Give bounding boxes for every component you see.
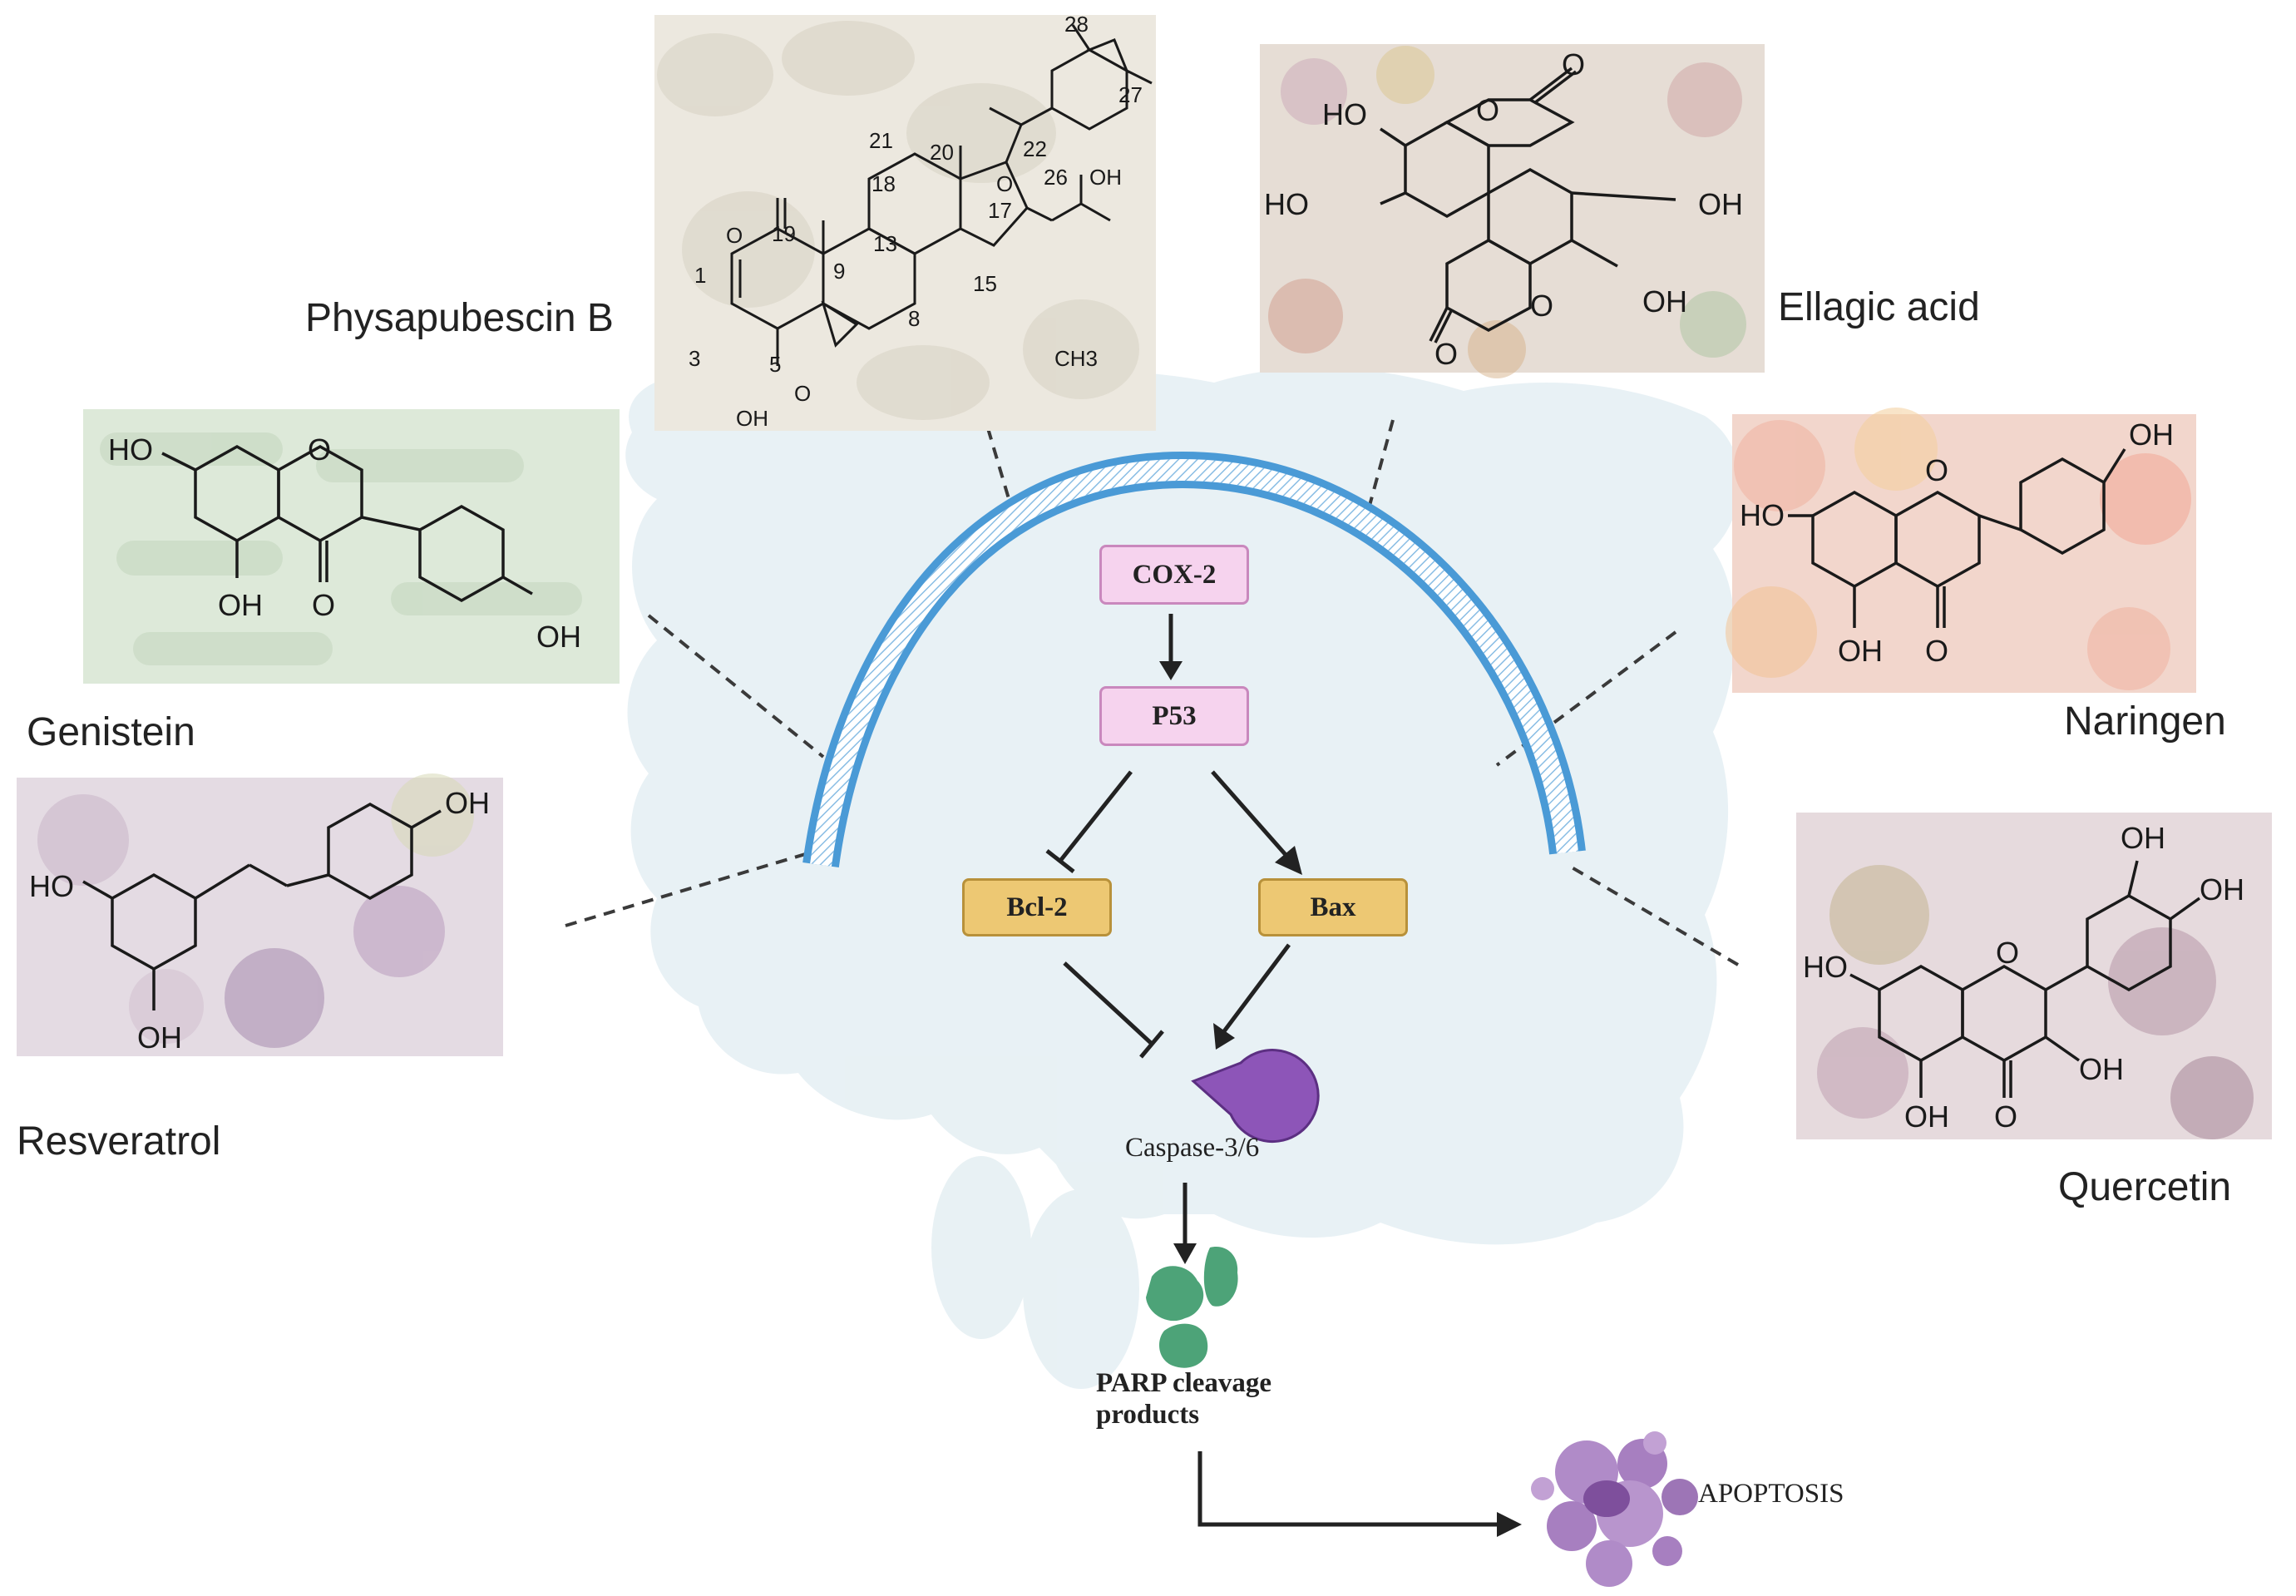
- parp-fragments-icon: [1146, 1247, 1238, 1368]
- apoptosis-cell-icon: [1531, 1431, 1698, 1587]
- ellagic-o-2: O: [1476, 93, 1499, 127]
- quercetin-oh-right: OH: [2200, 872, 2244, 907]
- cell-membrane-arch: [802, 451, 1586, 868]
- atom-o-lactone: O: [996, 171, 1013, 196]
- quercetin-o-keto: O: [1994, 1099, 2017, 1134]
- resveratrol-oh-top: OH: [445, 786, 490, 820]
- connector-ellagic: [1366, 419, 1395, 512]
- atom-9: 9: [833, 259, 845, 284]
- arrowhead-parp-apoptosis: [1497, 1512, 1522, 1537]
- panel-genistein: HO O OH O OH: [83, 409, 620, 684]
- panel-naringen: HO O OH OH O: [1726, 408, 2196, 693]
- genistein-structure: [161, 444, 533, 603]
- inhibit-bar-bcl2-caspase: [1139, 1030, 1164, 1059]
- caspase-icon: [1191, 1049, 1320, 1143]
- physapubescin-structure: [730, 24, 1153, 366]
- inhibit-bcl2-caspase: [1063, 961, 1153, 1045]
- connector-resveratrol: [565, 851, 812, 927]
- ellagic-o-1: O: [1562, 47, 1585, 82]
- ellagic-oh-1: OH: [1698, 187, 1743, 221]
- atom-22: 22: [1023, 136, 1047, 161]
- atom-15: 15: [973, 271, 997, 296]
- apoptosis-label: APOPTOSIS: [1698, 1479, 1844, 1509]
- panel-ellagic: HO HO OH OH O O O O: [1260, 44, 1765, 378]
- ellagic-structure: [1380, 67, 1676, 343]
- panel-resveratrol: OH HO OH: [17, 773, 503, 1056]
- arrowhead-cox2-p53: [1159, 661, 1183, 680]
- atom-27: 27: [1118, 82, 1143, 107]
- atom-26: 26: [1044, 165, 1068, 190]
- node-bax: Bax: [1258, 878, 1408, 936]
- connector-genistein: [647, 614, 825, 758]
- atom-o-ketone: O: [726, 223, 743, 248]
- atom-oh-4: OH: [736, 406, 768, 431]
- arrow-bax-caspase: [1222, 943, 1291, 1033]
- atom-21: 21: [869, 128, 893, 153]
- naringen-structure: [1788, 448, 2126, 628]
- ellagic-o-4: O: [1434, 337, 1458, 371]
- atom-19: 19: [772, 221, 796, 246]
- naringen-o-ring: O: [1925, 453, 1948, 487]
- naringen-oh-top: OH: [2129, 418, 2174, 452]
- quercetin-ho: HO: [1803, 950, 1848, 984]
- atom-3: 3: [689, 346, 700, 371]
- atom-oh-26: OH: [1089, 165, 1122, 190]
- genistein-ho: HO: [108, 432, 153, 467]
- naringen-oh-bottom: OH: [1838, 634, 1883, 668]
- atom-18: 18: [871, 171, 896, 196]
- inhibit-bar-p53-bcl2: [1045, 849, 1075, 873]
- quercetin-oh-top: OH: [2121, 821, 2165, 855]
- genistein-o-ring: O: [308, 432, 331, 467]
- connector-quercetin: [1566, 863, 1740, 966]
- pathway-arrows: [1045, 614, 1522, 1537]
- atom-1: 1: [694, 263, 706, 288]
- arrowhead-caspase-parp: [1173, 1243, 1197, 1264]
- quercetin-o-ring: O: [1996, 936, 2019, 970]
- genistein-oh-2: OH: [536, 620, 581, 654]
- label-resveratrol: Resveratrol: [17, 1119, 221, 1164]
- ellagic-o-3: O: [1530, 289, 1553, 323]
- ellagic-oh-2: OH: [1642, 284, 1687, 319]
- quercetin-oh-mid: OH: [2079, 1052, 2124, 1086]
- label-ellagic: Ellagic acid: [1778, 285, 1980, 329]
- caspase-label: Caspase-3/6: [1125, 1133, 1260, 1163]
- label-genistein: Genistein: [27, 710, 195, 754]
- quercetin-oh-bottom: OH: [1904, 1099, 1949, 1134]
- ellagic-ho-1: HO: [1322, 97, 1367, 131]
- arrow-parp-apoptosis: [1197, 1451, 1501, 1527]
- resveratrol-ho: HO: [29, 869, 74, 903]
- panel-quercetin: OH OH HO O OH OH O: [1796, 813, 2272, 1139]
- atom-5: 5: [769, 352, 781, 377]
- arrowhead-p53-bax: [1275, 846, 1302, 875]
- genistein-o-keto: O: [312, 588, 335, 622]
- genistein-oh-1: OH: [218, 588, 263, 622]
- resveratrol-oh-bottom: OH: [137, 1020, 182, 1055]
- atom-28: 28: [1064, 12, 1089, 37]
- resveratrol-structure: [82, 802, 442, 1010]
- colon-silhouette: [625, 362, 1741, 1389]
- node-cox2: COX-2: [1099, 545, 1249, 605]
- panel-physapubescin: 28 27 21 20 22 18 19 26 OH 13 17 1 9 15 …: [654, 12, 1156, 431]
- atom-o-epoxide: O: [794, 381, 811, 406]
- quercetin-structure: [1849, 860, 2201, 1098]
- arrow-p53-bax: [1211, 770, 1289, 858]
- atom-8: 8: [908, 306, 920, 331]
- naringen-o-keto: O: [1925, 634, 1948, 668]
- naringen-ho: HO: [1740, 498, 1785, 532]
- node-bcl2: Bcl-2: [962, 878, 1112, 936]
- atom-17: 17: [988, 198, 1012, 223]
- atom-13: 13: [873, 231, 897, 256]
- parp-label-line2: products: [1096, 1400, 1200, 1430]
- label-quercetin: Quercetin: [2058, 1165, 2232, 1209]
- inhibit-p53-bcl2: [1059, 770, 1133, 862]
- label-physapubescin: Physapubescin B: [305, 296, 614, 340]
- node-p53: P53: [1099, 686, 1249, 746]
- atom-ch3: CH3: [1054, 346, 1098, 371]
- atom-20: 20: [930, 140, 954, 165]
- arrowhead-bax-caspase: [1213, 1023, 1235, 1050]
- label-naringen: Naringen: [2064, 699, 2226, 744]
- parp-label-line1: PARP cleavage: [1096, 1368, 1272, 1398]
- ellagic-ho-2: HO: [1264, 187, 1309, 221]
